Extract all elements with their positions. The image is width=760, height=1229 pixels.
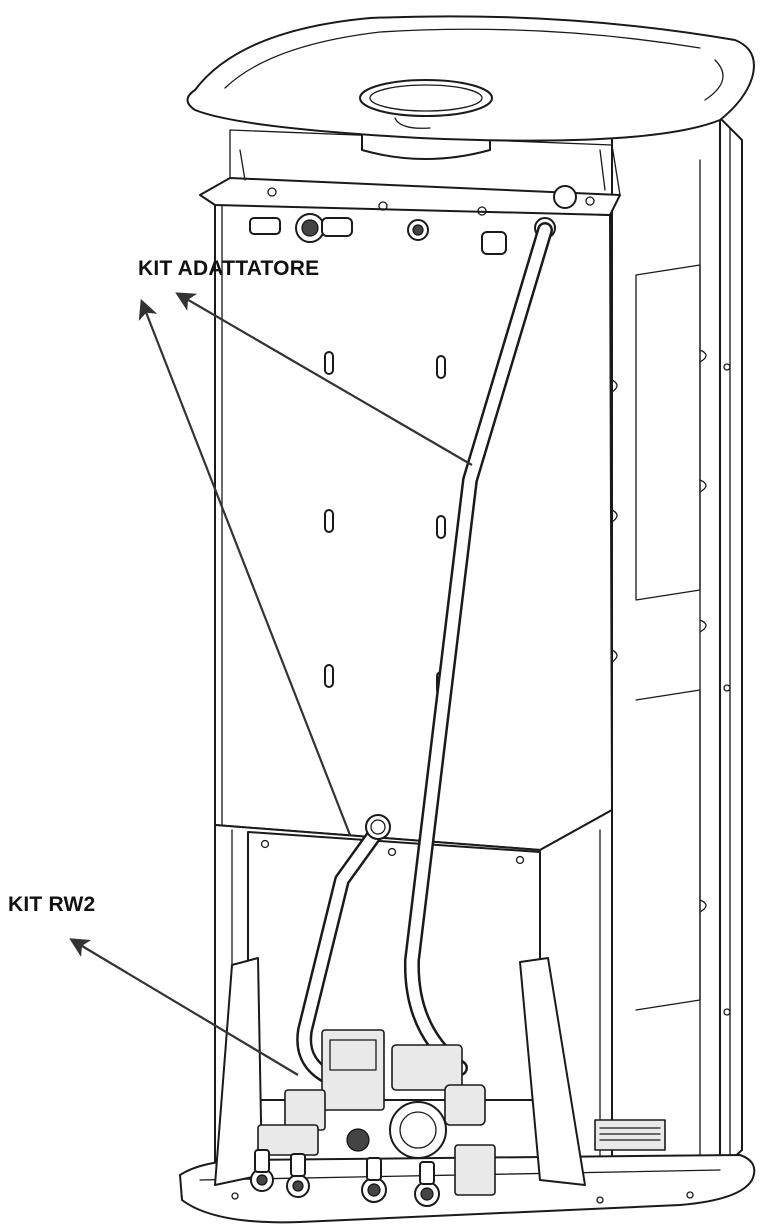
side-brackets [214, 957, 586, 1186]
pipe-short [296, 814, 391, 1083]
side-frame [611, 117, 743, 1176]
label-kit-adattatore: KIT ADATTATORE [138, 257, 319, 280]
front-panel [214, 199, 613, 851]
top-cover [186, 15, 755, 142]
arrow-rw2 [69, 938, 299, 1076]
bottom-fittings [250, 1149, 440, 1207]
arrow-adattatore-upper [175, 292, 473, 466]
callout-arrows [69, 292, 473, 1076]
hydraulic-group [257, 1029, 666, 1196]
arrow-adattatore-lower [138, 298, 352, 836]
label-kit-rw2: KIT RW2 [8, 893, 95, 916]
